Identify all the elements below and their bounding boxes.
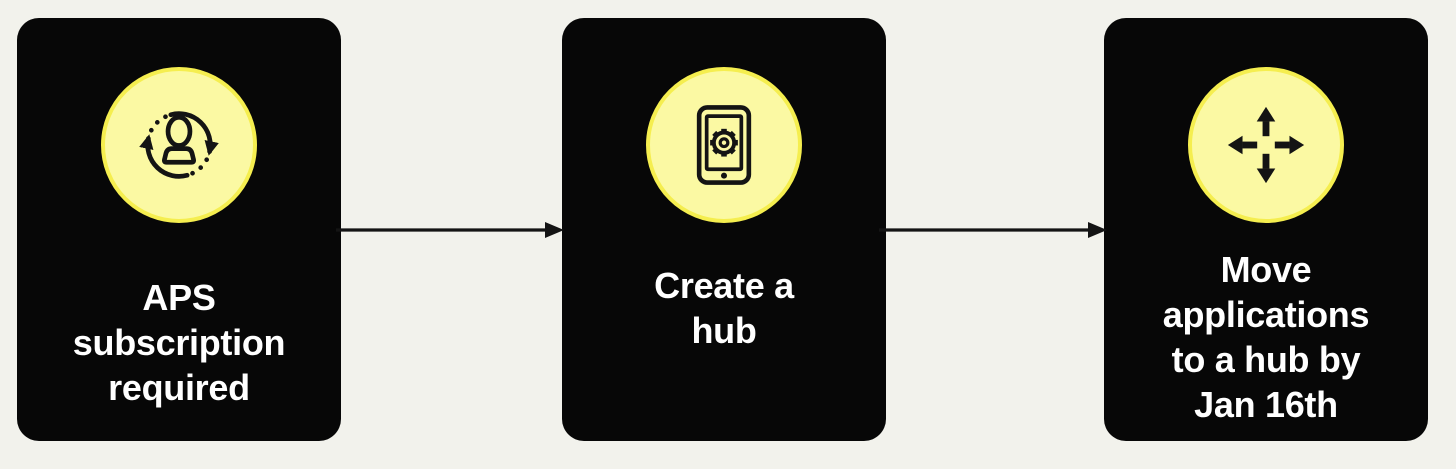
move-arrows-icon — [1227, 106, 1305, 184]
step-card-create-hub: Create a hub — [562, 18, 886, 441]
step-label: Move applications to a hub by Jan 16th — [1162, 249, 1370, 425]
icon-circle — [1188, 67, 1344, 223]
step-card-aps-subscription: APS subscription required — [17, 18, 341, 441]
tablet-settings-icon — [696, 105, 752, 185]
user-sync-icon — [139, 111, 219, 179]
arrow-right-connector — [336, 222, 564, 238]
icon-circle — [646, 67, 802, 223]
step-card-move-applications: Move applications to a hub by Jan 16th — [1104, 18, 1428, 441]
icon-circle — [101, 67, 257, 223]
step-label: Create a hub — [654, 265, 794, 351]
arrow-right-connector — [879, 222, 1107, 238]
step-label: APS subscription required — [72, 277, 286, 408]
